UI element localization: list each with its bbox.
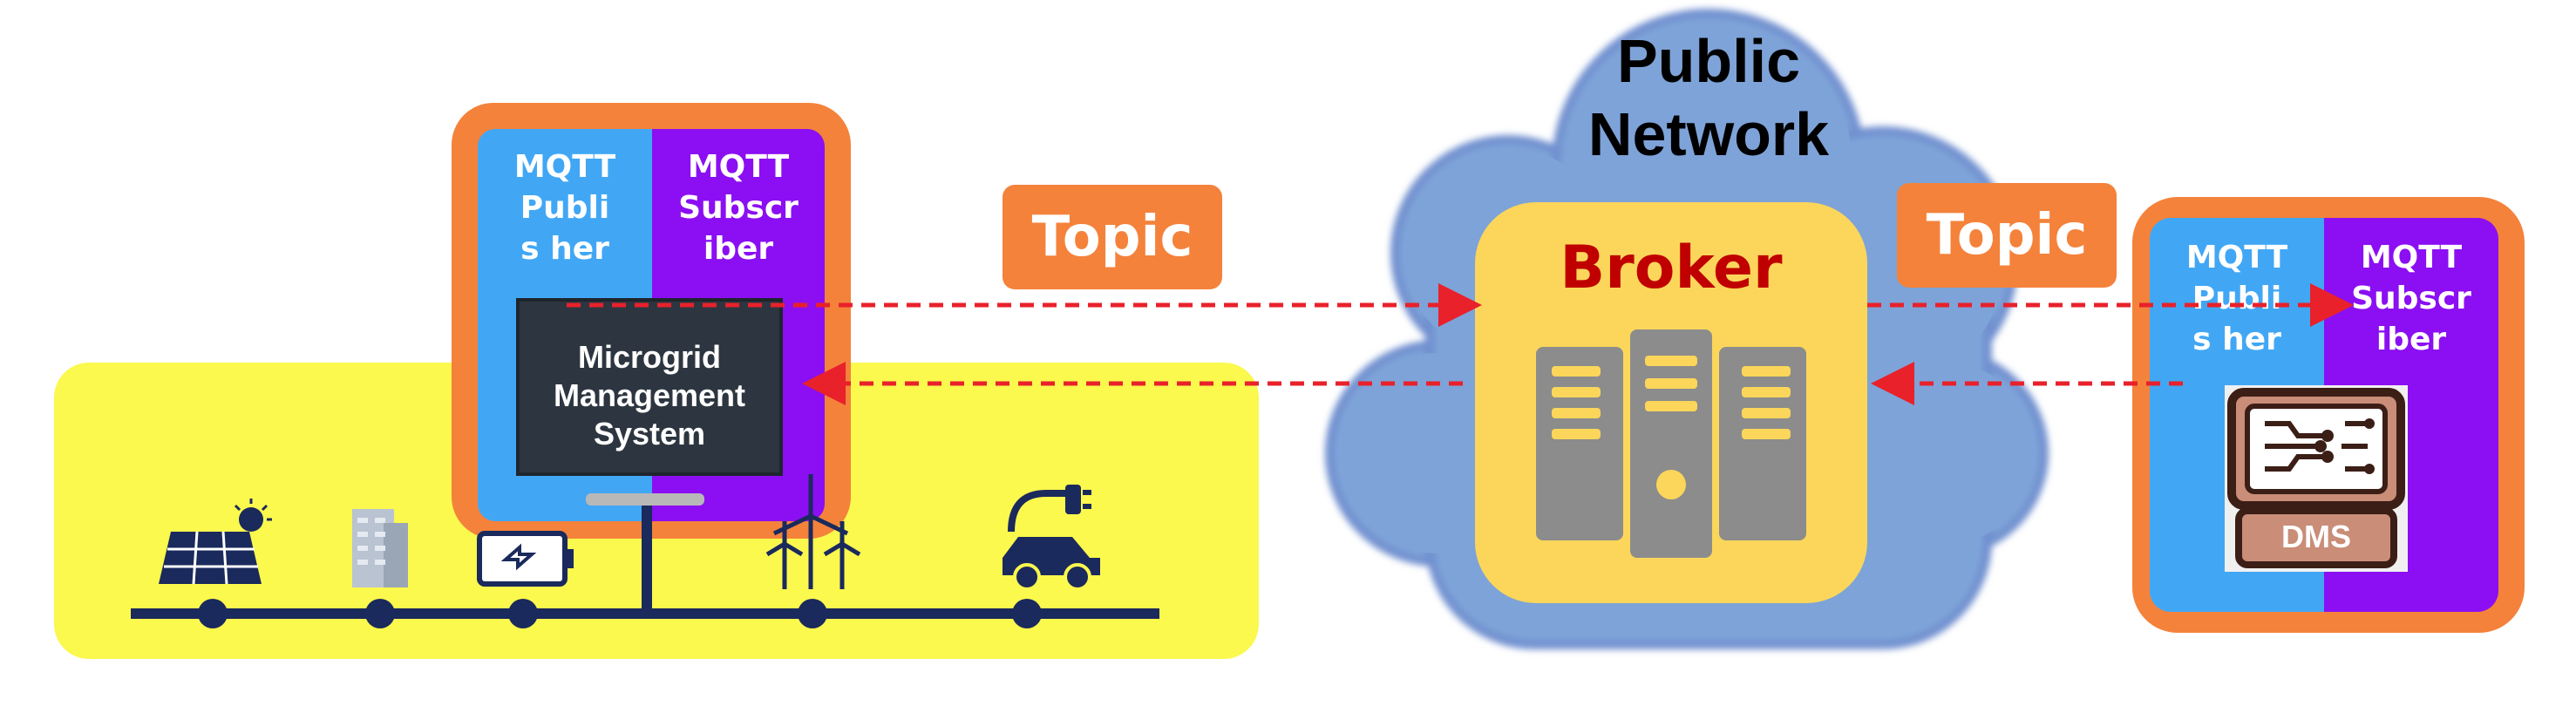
mms-label: Microgrid Management System <box>520 302 779 453</box>
broker-label: Broker <box>1560 234 1783 302</box>
cloud-title-line2: Network <box>1587 100 1830 168</box>
mms-monitor: Microgrid Management System <box>516 298 783 476</box>
left-subscriber-label: MQTT Subscr iber <box>678 149 799 267</box>
topic-right: Topic <box>1897 183 2117 288</box>
cloud-title-line1: Public <box>1616 27 1801 95</box>
mms-label-line1: Microgrid <box>577 339 721 375</box>
mms-label-line2: Management <box>553 377 746 413</box>
right-subscriber-label: MQTT Subscr iber <box>2351 240 2471 357</box>
right-publisher-label: MQTT Publis her <box>2185 240 2288 357</box>
left-publisher-label: MQTT Publis her <box>513 149 616 267</box>
mms-label-line3: System <box>593 416 706 451</box>
cloud-title: Public Network <box>1534 24 1883 171</box>
mms-monitor-stand <box>586 493 704 506</box>
topic-left: Topic <box>1003 185 1222 289</box>
dms-label: DMS <box>2281 519 2351 554</box>
